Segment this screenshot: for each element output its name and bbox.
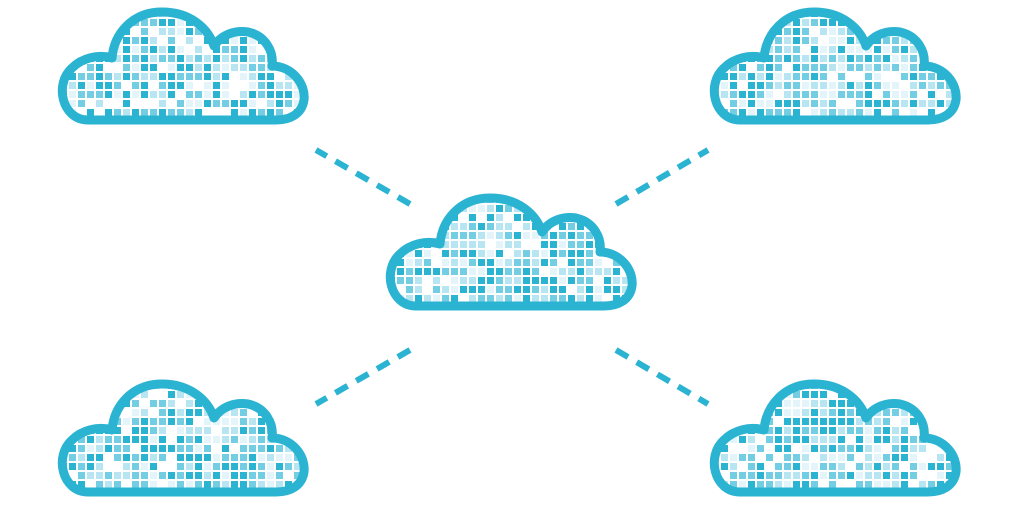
cloud-bottom-right	[712, 382, 962, 497]
dashed-connector-bottom-right	[614, 347, 710, 407]
cloud-center	[388, 196, 638, 311]
dashed-connector-top-left	[314, 147, 412, 207]
connectors	[314, 147, 710, 407]
cloud-top-left	[60, 10, 310, 125]
cloud-bottom-left	[60, 382, 310, 497]
cloud-top-right	[712, 10, 962, 125]
dashed-connector-bottom-left	[314, 347, 412, 407]
clouds	[60, 10, 962, 497]
dashed-connector-top-right	[614, 147, 710, 207]
